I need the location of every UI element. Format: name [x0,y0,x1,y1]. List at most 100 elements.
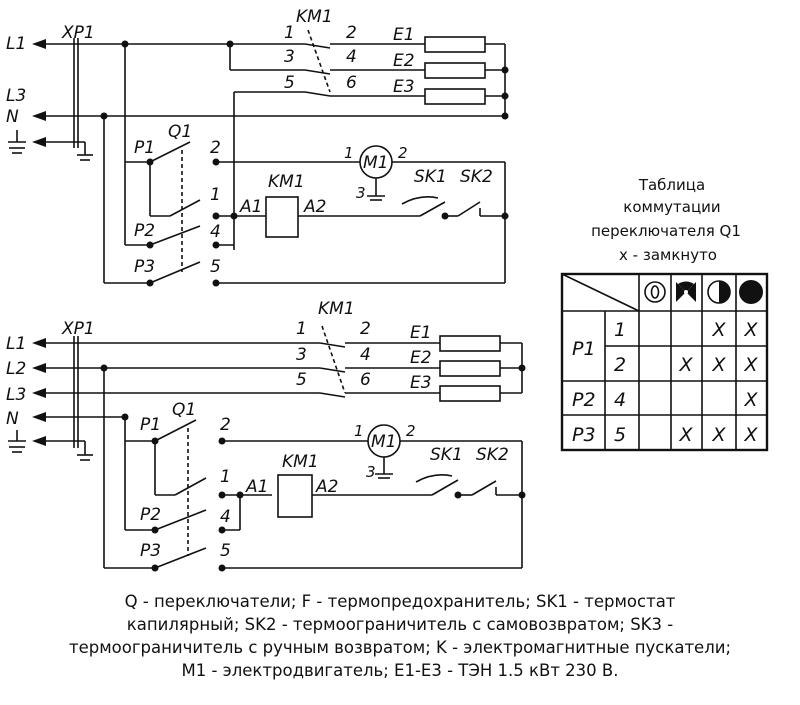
arrow-icon [32,363,46,373]
table-pole-label: P3 [572,424,596,446]
coil-label: KM1 [268,172,305,192]
arrow-icon [32,338,46,348]
table-terminal-label: 2 [614,354,626,376]
arrow-icon [32,436,46,446]
line-label: N [6,409,19,429]
terminal-label: 4 [210,222,221,242]
terminal-label: 6 [346,73,357,93]
thermostat-label: SK1 [414,167,447,187]
terminal-label: 3 [296,345,307,365]
terminal-label: 3 [284,47,295,67]
heater-e3 [439,385,501,402]
ground-icon [375,473,393,479]
heater-e2 [439,360,501,377]
terminal-label: A1 [239,197,262,217]
caption-line: M1 - электродвигатель; E1-E3 - ТЭН 1.5 к… [181,661,619,680]
line-label: L2 [6,359,26,379]
heater-label: E3 [410,373,432,393]
table-title-line: x - замкнуто [619,246,717,264]
terminal-label: 5 [220,541,231,561]
heater-label: E3 [393,77,415,97]
table-terminal-label: 5 [614,424,626,446]
table-pole-label: P1 [572,338,596,360]
arrow-icon [32,137,46,147]
pole-label: P1 [140,415,161,435]
line-label: L1 [6,334,26,354]
ground-icon [8,130,26,154]
terminal-label: 2 [360,319,371,339]
terminal-label: 2 [406,422,416,440]
terminal-label: 4 [220,507,231,527]
terminal-label: A1 [245,477,268,497]
terminal-label: 1 [210,185,221,205]
terminal-label: 1 [296,319,307,339]
terminal-label: 4 [360,345,371,365]
supply-lines-top: L1 L3 N XP1 [6,23,505,161]
terminal-label: 2 [220,415,231,435]
table-terminal-label: 4 [614,389,626,411]
table-title-line: переключателя Q1 [591,222,741,240]
caption-line: Q - переключатели; F - термопредохраните… [124,592,676,611]
motor-label: M1 [371,432,396,452]
switch-label: Q1 [172,400,196,420]
terminal-label: 3 [366,463,376,481]
table-cell: X [711,424,726,446]
thermostat-label: SK2 [476,445,509,465]
caption-line: термоограничитель с ручным возвратом; K … [68,638,732,657]
fan-icon [676,281,696,302]
heater-label: E2 [410,348,432,368]
arrow-icon [32,39,46,49]
heater-label: E2 [393,51,415,71]
table-cell: X [743,319,758,341]
arrow-icon [32,412,46,422]
ground-icon [77,154,93,161]
ground-icon [367,195,385,201]
coil-label: KM1 [282,452,319,472]
terminal-label: 4 [346,47,357,67]
table-pole-label: P2 [572,389,596,411]
coil-km1 [277,474,313,518]
connector-label: XP1 [61,319,95,339]
motor-coil-bottom: M1 1 2 3 KM1 A1 A2 SK1 SK2 [245,422,526,568]
terminal-label: 5 [210,257,221,277]
terminal-label: 2 [398,144,408,162]
diagram-top: L1 L3 N XP1 [6,7,509,287]
heater-label: E1 [410,323,432,343]
switch-q1-bottom: Q1 P1 P2 P3 2 1 4 5 [100,364,522,572]
line-label: L1 [6,34,26,54]
line-label: L3 [6,86,26,106]
pole-label: P2 [134,221,155,241]
contactor-label: KM1 [296,7,333,27]
pole-label: P1 [134,138,155,158]
terminal-label: 2 [346,23,357,43]
heater-label: E1 [393,25,415,45]
thermostat-label: SK2 [460,167,493,187]
thermostat-sk1-icon [415,474,453,483]
table-title-line: Таблица [638,176,705,194]
table-title-line: коммутации [623,198,720,216]
contactor-label: KM1 [318,299,355,319]
pole-label: P2 [140,505,161,525]
heaters-top: E1 E2 E3 [393,25,509,120]
heater-e2 [424,62,486,79]
line-label: N [6,107,19,127]
table-cell: X [711,354,726,376]
terminal-label: A2 [315,477,338,497]
motor-coil-top: M1 1 2 3 KM1 A1 A2 SK1 SK2 [239,144,509,283]
pole-label: P3 [134,257,155,277]
diagram-bottom: L1 L2 L3 N XP1 [6,299,526,572]
arrow-icon [32,388,46,398]
switch-label: Q1 [168,122,192,142]
terminal-label: 6 [360,370,371,390]
heater-e1 [439,335,501,352]
terminal-label: 2 [210,138,221,158]
table-terminal-label: 1 [614,319,626,341]
heater-e1 [424,36,486,53]
switch-q1-top: Q1 P1 P2 P3 2 1 4 5 [103,44,505,287]
terminal-label: 1 [284,23,295,43]
switching-table: Таблица коммутации переключателя Q1 x - … [560,176,769,452]
line-label: L3 [6,385,26,405]
contactor-km1-bottom: KM1 1 2 3 4 5 6 [296,299,440,398]
half-heat-icon [707,280,731,304]
legend-caption: Q - переключатели; F - термопредохраните… [0,590,800,682]
